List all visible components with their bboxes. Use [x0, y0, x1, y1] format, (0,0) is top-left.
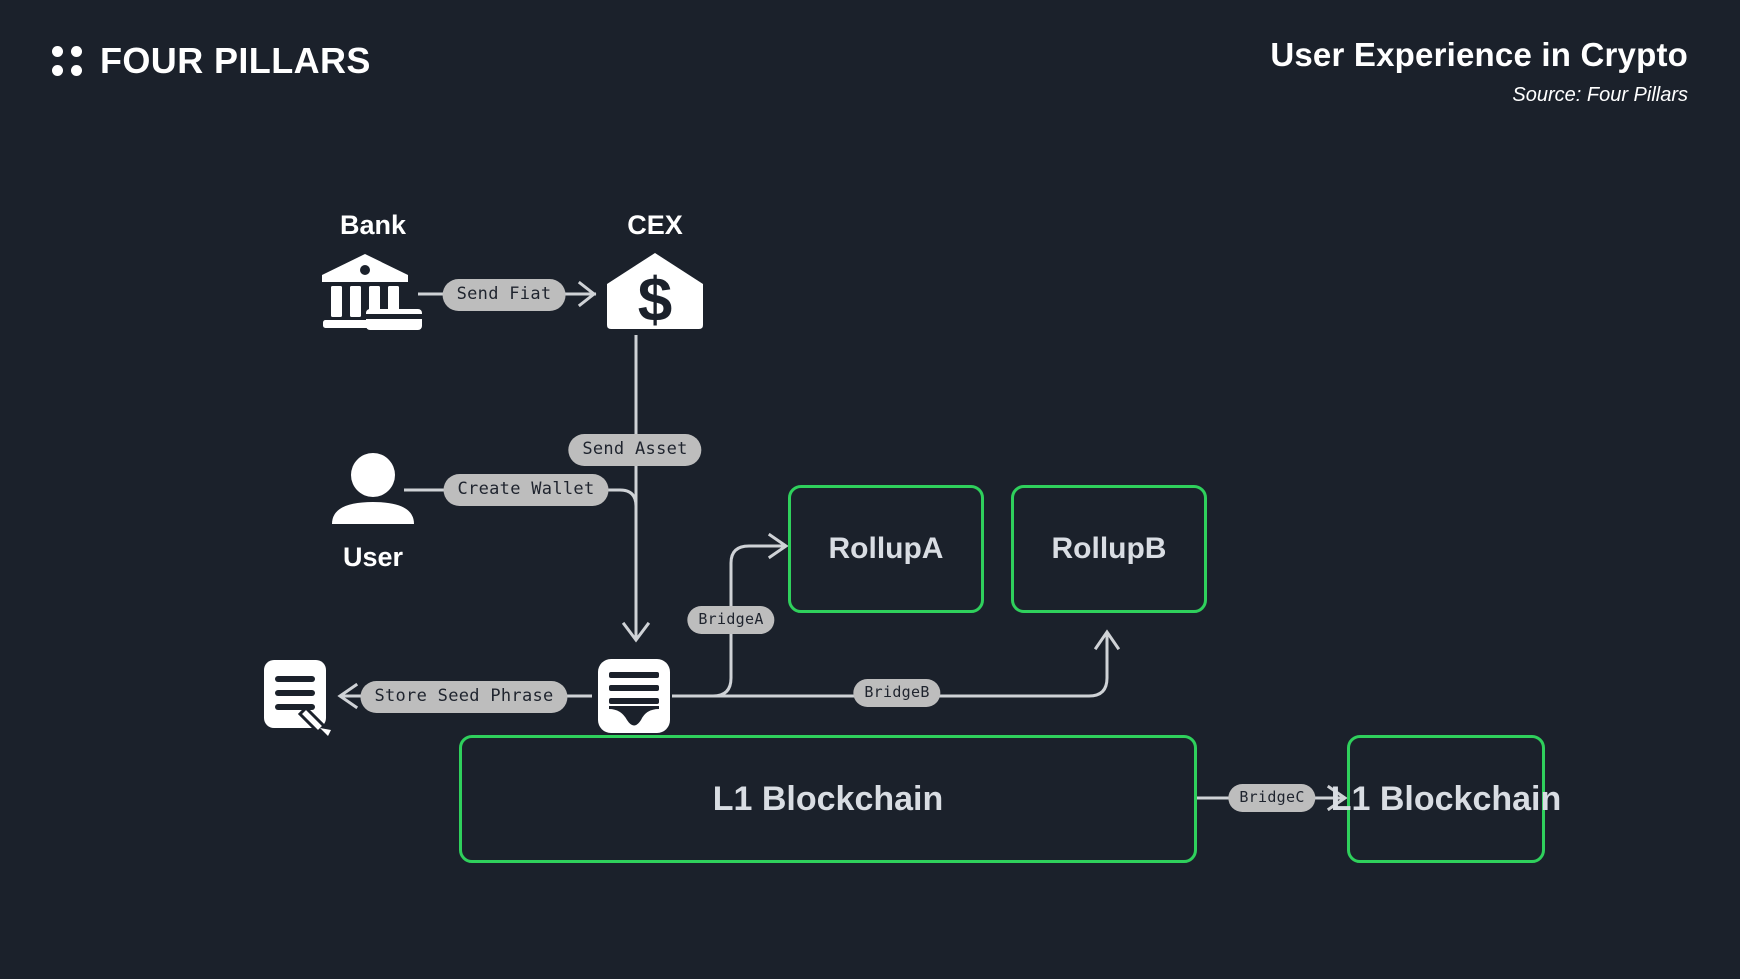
edge-label-send-asset: Send Asset: [568, 434, 702, 466]
edge-user-wallet: [404, 488, 638, 540]
node-rollupB-label: RollupB: [1051, 532, 1167, 565]
node-l1-blockchain-left-label: L1 Blockchain: [712, 779, 944, 818]
arrowhead-bank-cex: [577, 280, 597, 308]
node-cex: CEX $: [600, 210, 710, 331]
arrowhead-l1a-l1b: [1326, 784, 1348, 812]
node-user: User: [318, 452, 428, 573]
node-rollupA-label: RollupA: [828, 532, 944, 565]
edge-label-bridgeC: BridgeC: [1228, 784, 1316, 812]
edge-label-create-wallet: Create Wallet: [443, 474, 609, 506]
four-dots-icon: [52, 46, 82, 76]
note-pencil-icon: [264, 660, 331, 736]
arrowhead-wallet-seed: [337, 682, 359, 710]
edge-label-bridgeB: BridgeB: [853, 679, 941, 707]
edge-label-store-seed-phrase: Store Seed Phrase: [360, 681, 568, 713]
edge-label-bridgeA: BridgeA: [687, 606, 775, 634]
arrowhead-cex-wallet: [621, 621, 651, 643]
arrowhead-wallet-rollupA: [767, 532, 789, 560]
node-l1-blockchain-right-label: L1 Blockchain: [1330, 779, 1562, 818]
bank-building-icon: [322, 254, 422, 330]
exchange-dollar-icon: $: [607, 253, 703, 331]
node-wallet: [596, 657, 672, 735]
arrowhead-wallet-rollupB: [1093, 629, 1121, 651]
node-bank-label: Bank: [339, 210, 407, 240]
node-l1-blockchain-left[interactable]: L1 Blockchain: [459, 735, 1197, 863]
node-bank: Bank: [318, 210, 428, 331]
node-rollupB[interactable]: RollupB: [1011, 485, 1207, 613]
node-l1-blockchain-right[interactable]: L1 Blockchain: [1331, 735, 1561, 863]
user-avatar-icon: [332, 453, 414, 524]
page-title: User Experience in Crypto: [1270, 36, 1688, 73]
source-caption: Source: Four Pillars: [1512, 84, 1688, 106]
node-user-label: User: [342, 542, 404, 572]
edge-label-send-fiat: Send Fiat: [442, 279, 566, 311]
node-rollupA[interactable]: RollupA: [788, 485, 984, 613]
brand-name: FOUR PILLARS: [100, 40, 371, 81]
node-seed-phrase: [262, 658, 340, 738]
edge-wallet-rollupB: [672, 632, 1109, 698]
svg-text:$: $: [638, 266, 672, 331]
header-right: User Experience in Crypto Source: Four P…: [1270, 36, 1688, 107]
wallet-icon: [598, 659, 670, 733]
node-cex-label: CEX: [627, 210, 683, 240]
brand-logo: FOUR PILLARS: [52, 40, 371, 82]
